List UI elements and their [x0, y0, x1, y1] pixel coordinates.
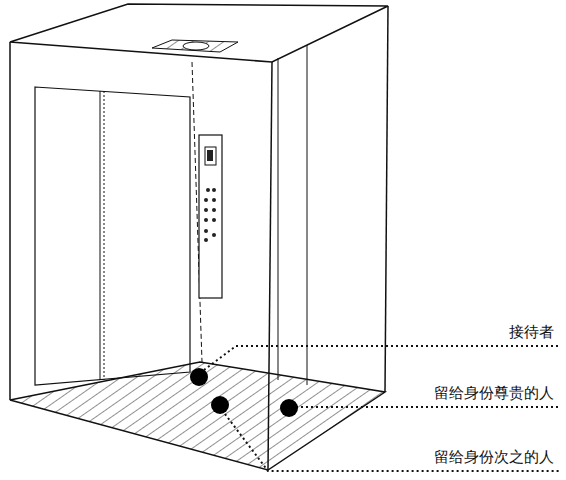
callout-label: 留给身份尊贵的人 — [432, 384, 556, 402]
position-dot — [280, 399, 298, 417]
leader-lines — [204, 346, 560, 471]
position-dot — [211, 396, 229, 414]
callout-label: 接待者 — [507, 323, 556, 341]
control-panel — [199, 135, 222, 298]
position-dot — [190, 368, 208, 386]
floor — [10, 362, 385, 470]
elevator-doors — [35, 87, 190, 385]
ceiling — [10, 4, 388, 62]
callout-label: 留给身份次之的人 — [432, 448, 556, 466]
ceiling-light — [152, 40, 238, 52]
